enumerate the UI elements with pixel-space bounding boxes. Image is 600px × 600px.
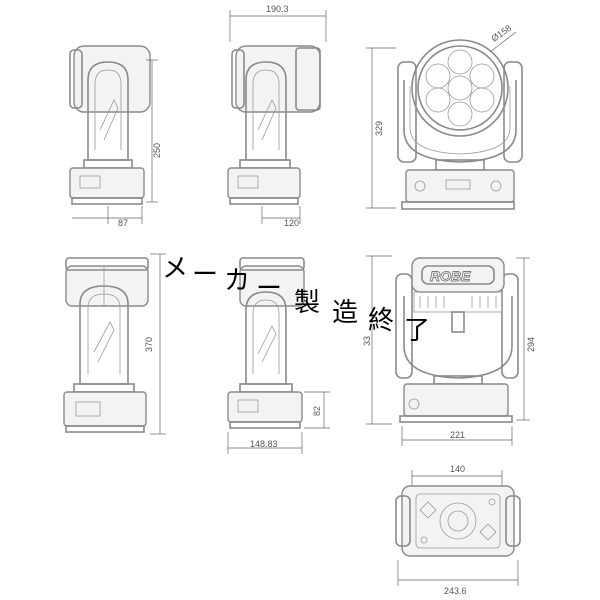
dim-label-329: 329 bbox=[374, 121, 384, 136]
dim-label-120: 120 bbox=[284, 218, 299, 228]
view-side-middle-lower bbox=[227, 257, 330, 454]
dim-label-diameter-158: Ø158 bbox=[489, 23, 513, 44]
dim-label-33x: 33 bbox=[362, 336, 372, 346]
dim-label-82: 82 bbox=[312, 406, 322, 416]
dim-label-87: 87 bbox=[118, 218, 128, 228]
view-front-lower bbox=[366, 255, 530, 446]
view-side-left-lower bbox=[63, 253, 166, 435]
dim-label-190-3: 190.3 bbox=[266, 4, 289, 14]
view-side-middle bbox=[227, 10, 327, 224]
dim-label-140: 140 bbox=[450, 464, 465, 474]
dim-label-294: 294 bbox=[526, 337, 536, 352]
view-top-bottom bbox=[395, 470, 521, 586]
view-side-left bbox=[69, 45, 158, 224]
dim-label-370: 370 bbox=[144, 337, 154, 352]
robe-logo: ROBE bbox=[430, 268, 471, 284]
dim-label-243-6: 243.6 bbox=[444, 586, 467, 596]
dim-label-148-83: 148.83 bbox=[250, 439, 278, 449]
dim-label-250: 250 bbox=[152, 143, 162, 158]
view-front-top bbox=[366, 31, 523, 210]
dim-label-221: 221 bbox=[450, 430, 465, 440]
